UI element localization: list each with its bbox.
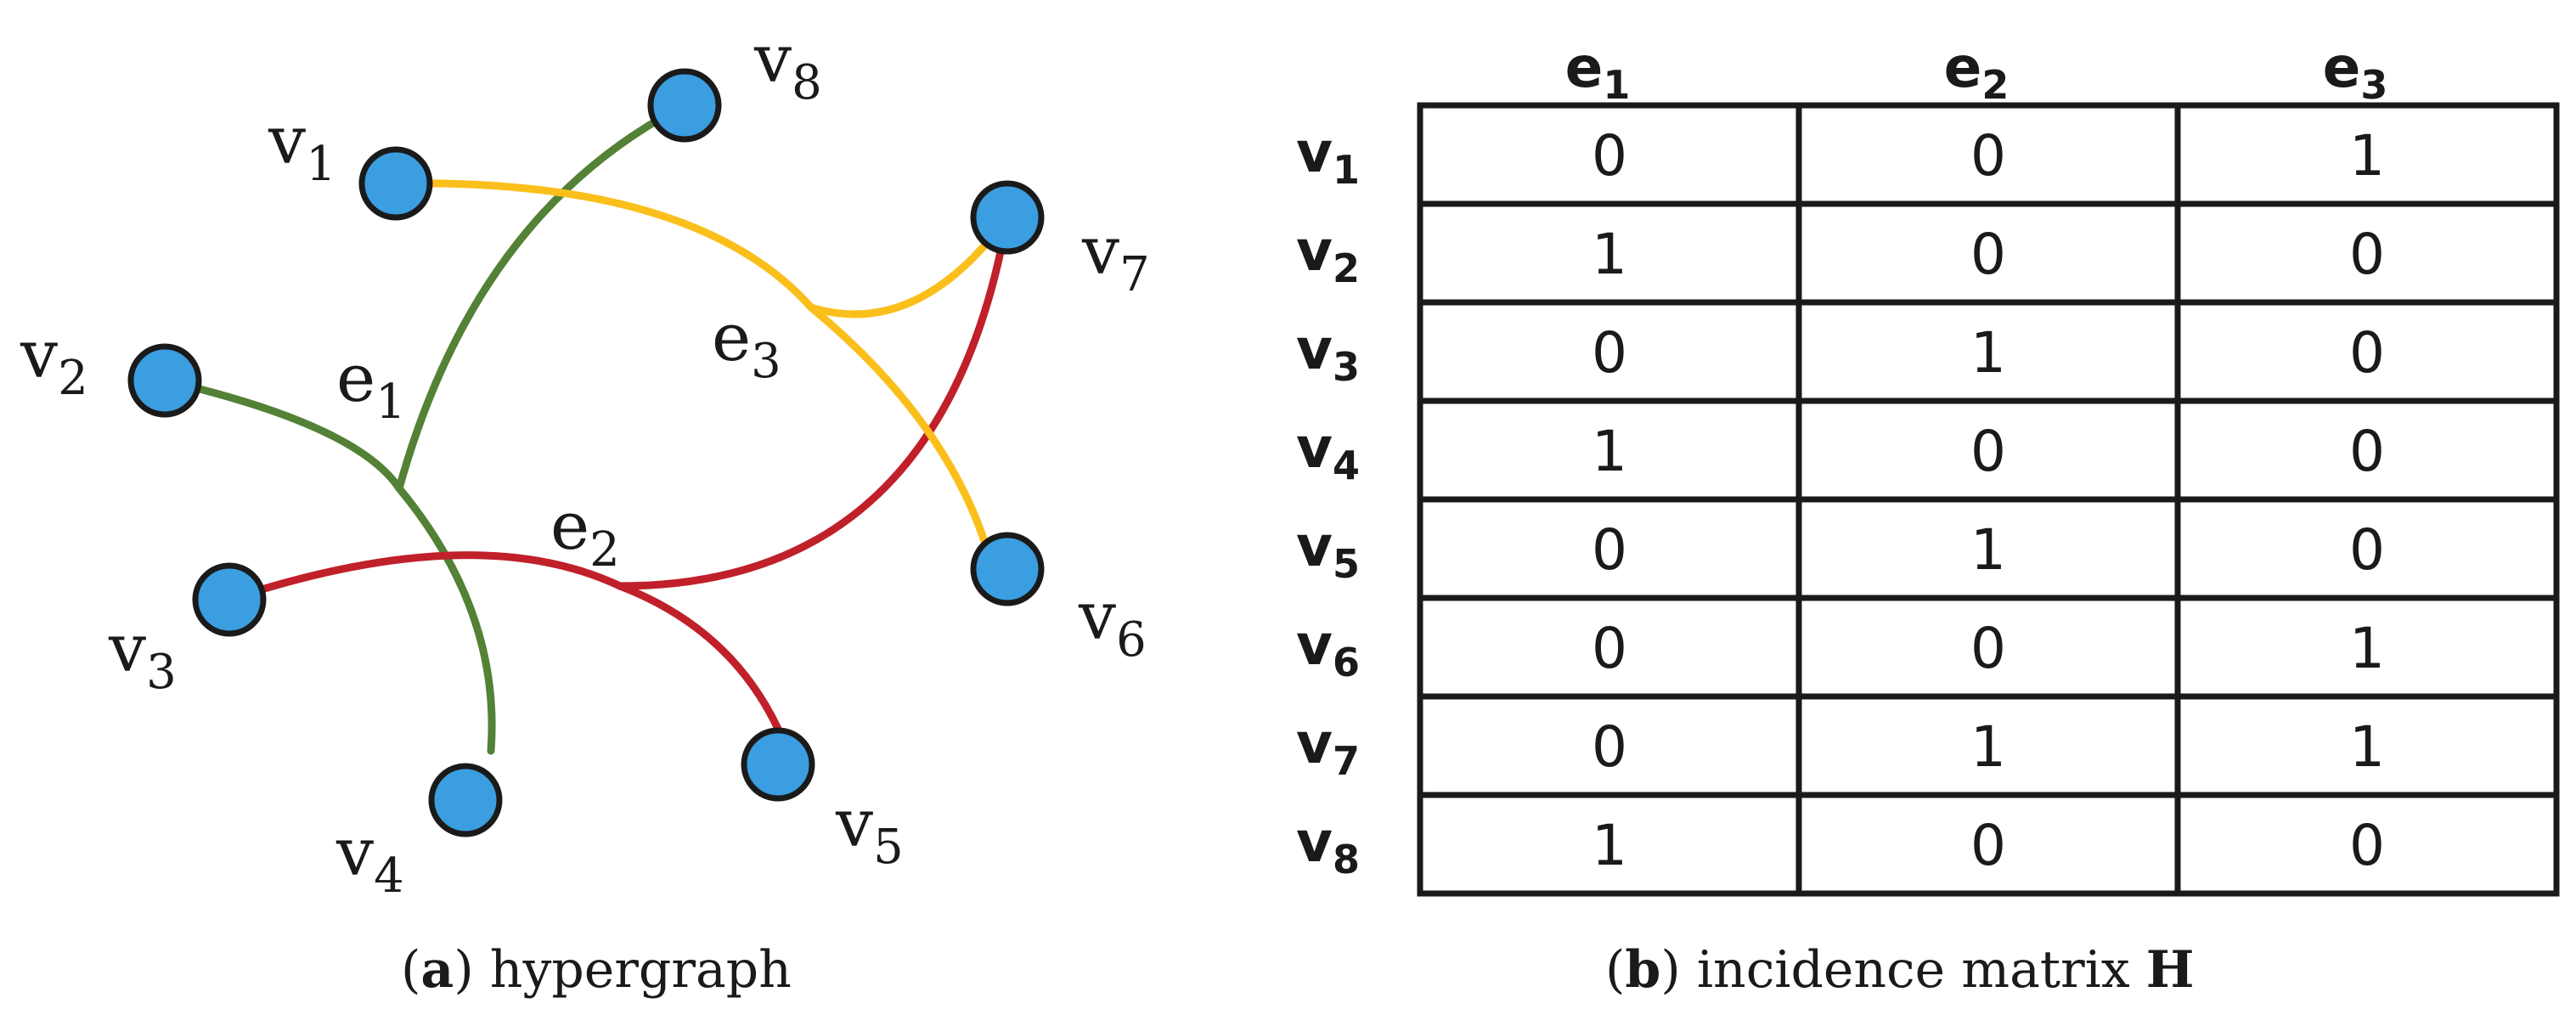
hyperedges (161, 101, 1012, 755)
matrix-row-headers: v1 v2 v3 v4 v5 v6 v7 v8 (1296, 120, 1360, 882)
matrix-cell: 0 (2349, 517, 2385, 583)
hyperedge-e3-branch-2 (807, 213, 1012, 319)
edge-label-e1: e1 (336, 341, 406, 430)
vertices (127, 68, 1045, 837)
vertex-v6 (970, 532, 1045, 606)
matrix-cell: 0 (1970, 123, 2006, 189)
vertex-label-v8: v8 (753, 21, 822, 110)
matrix-cell: 1 (1592, 419, 1627, 484)
edge-label-e3: e3 (712, 300, 781, 389)
matrix-cell: 0 (1970, 222, 2006, 287)
caption-b-text: incidence matrix (1697, 940, 2130, 1000)
caption-a-tag: a (420, 940, 454, 1000)
hyperedge-e1-branch-2 (395, 101, 689, 493)
vertex-label-v2: v2 (20, 317, 88, 406)
matrix-row-header-v5: v5 (1296, 514, 1360, 587)
matrix-cell: 1 (1592, 222, 1627, 287)
matrix-row-header-v1: v1 (1296, 120, 1360, 193)
matrix-cell: 1 (2349, 616, 2385, 681)
matrix-cell: 0 (2349, 813, 2385, 878)
vertex-label-v7: v7 (1081, 213, 1150, 302)
matrix-row-header-v7: v7 (1296, 711, 1360, 784)
vertex-v3 (192, 562, 267, 637)
matrix-cell: 1 (2349, 714, 2385, 780)
matrix-row-header-v4: v4 (1296, 415, 1360, 488)
hyperedge-e2-branch-1 (225, 551, 624, 604)
matrix-cell: 0 (1970, 813, 2006, 878)
hyperedge-e1 (161, 101, 689, 755)
vertex-label-v3: v3 (108, 611, 177, 700)
matrix-grid (1417, 102, 2560, 897)
caption-b-tag: b (1625, 940, 1660, 1000)
hypergraph-panel: v1 v2 v3 v4 v5 v6 v7 v8 e1 e2 e3 (20, 21, 1150, 904)
matrix-cells: 0 0 1 1 0 0 0 1 0 1 0 0 0 1 0 0 0 1 0 1 1 1 0 0 (1592, 123, 2385, 878)
matrix-row-header-v8: v8 (1296, 809, 1360, 882)
hyperedge-e3-branch-3 (807, 303, 989, 548)
matrix-row-header-v3: v3 (1296, 317, 1360, 390)
edge-label-e2: e2 (550, 488, 620, 578)
hyperedge-e3-branch-1 (392, 179, 815, 312)
caption-a-text: hypergraph (490, 940, 792, 1000)
vertex-v2 (127, 343, 202, 418)
matrix-cell: 0 (2349, 419, 2385, 484)
matrix-cell: 0 (1592, 123, 1627, 189)
edge-labels: e1 e2 e3 (336, 300, 781, 578)
matrix-cell: 0 (2349, 222, 2385, 287)
matrix-row-header-v2: v2 (1296, 218, 1360, 291)
vertex-label-v5: v5 (835, 786, 904, 875)
matrix-row-header-v6: v6 (1296, 612, 1360, 685)
vertex-v7 (970, 180, 1045, 255)
matrix-cell: 1 (1592, 813, 1627, 878)
matrix-cell: 1 (1970, 320, 2006, 386)
matrix-cell: 1 (2349, 123, 2385, 189)
matrix-cell: 1 (1970, 714, 2006, 780)
matrix-cell: 0 (1970, 616, 2006, 681)
hyperedge-e1-branch-3 (395, 484, 496, 755)
vertex-labels: v1 v2 v3 v4 v5 v6 v7 v8 (20, 21, 1150, 904)
hyperedge-e2-branch-2 (616, 213, 1012, 590)
matrix-column-headers: e1 e2 e3 (1565, 35, 2388, 108)
hyperedge-e2-branch-3 (616, 582, 782, 733)
caption-b: (b) incidence matrix H (1605, 940, 2195, 1000)
vertex-label-v6: v6 (1078, 578, 1147, 668)
matrix-cell: 1 (1970, 517, 2006, 583)
matrix-cell: 0 (1970, 419, 2006, 484)
caption-a: (a) hypergraph (401, 940, 792, 1000)
matrix-cell: 0 (1592, 320, 1627, 386)
vertex-label-v4: v4 (335, 815, 404, 904)
matrix-cell: 0 (2349, 320, 2385, 386)
matrix-cell: 0 (1592, 517, 1627, 583)
vertex-v4 (428, 763, 503, 837)
hyperedge-e1-branch-1 (161, 376, 403, 493)
matrix-col-header-e1: e1 (1565, 35, 1631, 108)
hyperedge-e3 (392, 179, 1012, 548)
hyperedge-e2 (225, 213, 1012, 733)
matrix-col-header-e2: e2 (1944, 35, 2010, 108)
vertex-label-v1: v1 (268, 103, 336, 192)
vertex-v5 (741, 727, 815, 802)
matrix-cell: 0 (1592, 714, 1627, 780)
vertex-v8 (647, 68, 722, 143)
matrix-col-header-e3: e3 (2323, 35, 2388, 108)
vertex-v1 (358, 146, 433, 221)
caption-b-symbol: H (2146, 940, 2195, 1000)
matrix-cell: 0 (1592, 616, 1627, 681)
